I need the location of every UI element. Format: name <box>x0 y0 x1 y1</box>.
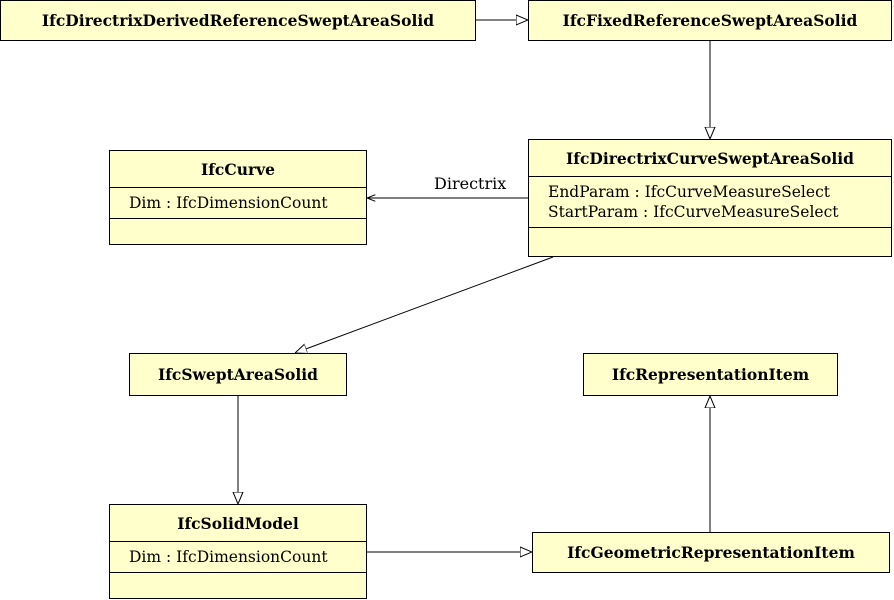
class-ifc-representation-item[interactable]: IfcRepresentationItem <box>583 353 838 396</box>
curve-swept-to-swept-area-arrow <box>295 256 554 353</box>
class-name: IfcDirectrixDerivedReferenceSweptAreaSol… <box>41 11 435 30</box>
class-ifc-curve[interactable]: IfcCurve Dim : IfcDimensionCount <box>109 150 367 245</box>
class-operations <box>110 218 366 237</box>
class-operations <box>529 227 891 248</box>
attribute: Dim : IfcDimensionCount <box>129 548 328 566</box>
class-name: IfcSolidModel <box>177 513 299 533</box>
class-ifc-fixed-reference-swept-area-solid[interactable]: IfcFixedReferenceSweptAreaSolid <box>528 0 892 41</box>
class-attributes: Dim : IfcDimensionCount <box>110 187 366 218</box>
class-name: IfcCurve <box>201 159 275 179</box>
class-ifc-directrix-curve-swept-area-solid[interactable]: IfcDirectrixCurveSweptAreaSolid EndParam… <box>528 139 892 257</box>
attribute: StartParam : IfcCurveMeasureSelect <box>548 203 839 221</box>
attribute: EndParam : IfcCurveMeasureSelect <box>548 183 830 201</box>
class-name: IfcRepresentationItem <box>611 365 810 384</box>
class-name: IfcSweptAreaSolid <box>158 365 318 384</box>
attribute: Dim : IfcDimensionCount <box>129 194 328 212</box>
class-name: IfcFixedReferenceSweptAreaSolid <box>562 11 858 30</box>
class-attributes: Dim : IfcDimensionCount <box>110 541 366 572</box>
class-name: IfcGeometricRepresentationItem <box>567 543 855 562</box>
class-operations <box>110 572 366 591</box>
class-ifc-solid-model[interactable]: IfcSolidModel Dim : IfcDimensionCount <box>109 504 367 599</box>
class-attributes: EndParam : IfcCurveMeasureSelect StartPa… <box>529 176 891 227</box>
class-ifc-directrix-derived-reference-swept-area-solid[interactable]: IfcDirectrixDerivedReferenceSweptAreaSol… <box>0 0 476 41</box>
class-ifc-swept-area-solid[interactable]: IfcSweptAreaSolid <box>129 353 347 396</box>
class-ifc-geometric-representation-item[interactable]: IfcGeometricRepresentationItem <box>532 532 890 573</box>
association-role-label: Directrix <box>434 174 507 193</box>
class-name: IfcDirectrixCurveSweptAreaSolid <box>566 148 854 168</box>
